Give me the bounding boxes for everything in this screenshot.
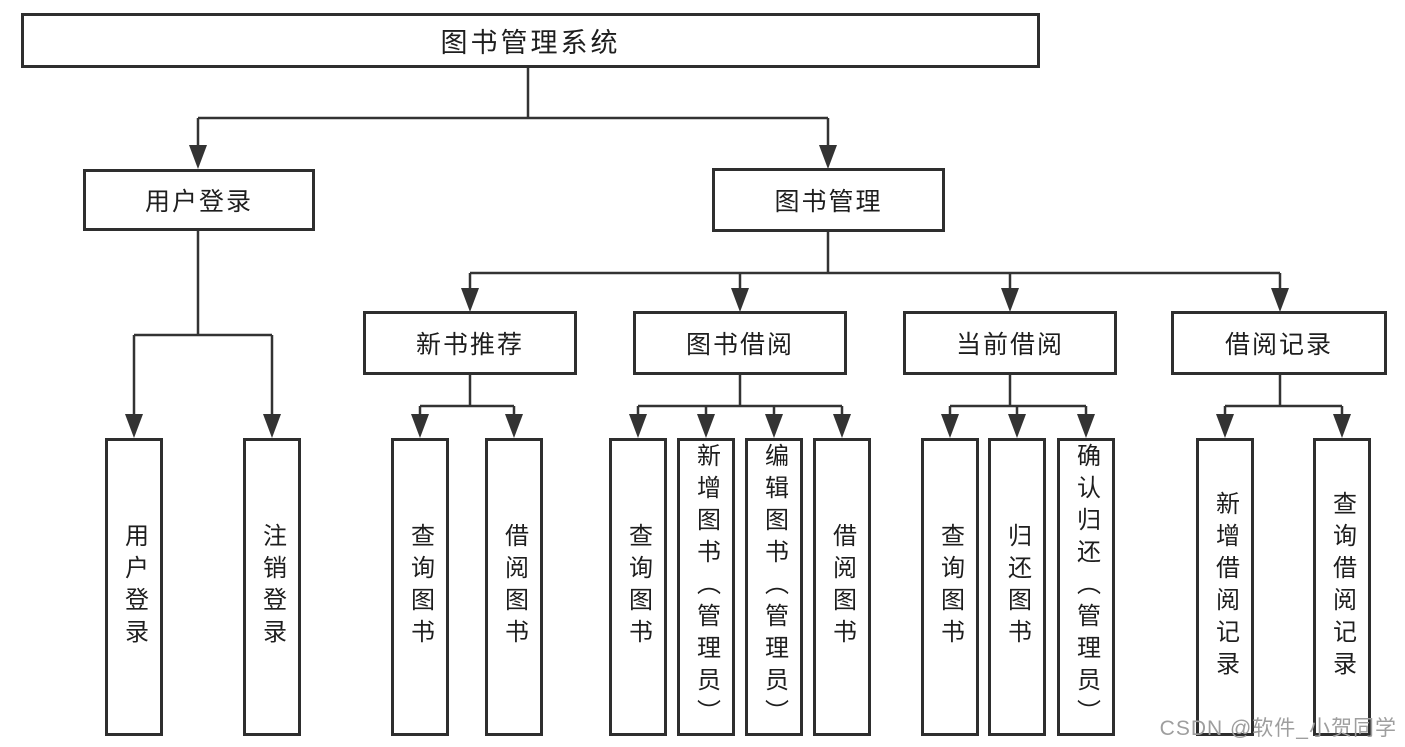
connector-book-borrow-to-leaves bbox=[636, 375, 844, 417]
node-borrow-record: 借阅记录 bbox=[1171, 311, 1387, 375]
arrowhead-leaf-rec-borrow bbox=[505, 414, 523, 438]
leaf-bb-edit-books-admin: 编辑图书（管理员） bbox=[745, 438, 803, 736]
arrowhead-book-mgmt bbox=[819, 145, 837, 169]
leaf-cb-return-books: 归还图书 bbox=[988, 438, 1046, 736]
leaf-br-query-record: 查询借阅记录 bbox=[1313, 438, 1371, 736]
arrowhead-book-borrow bbox=[731, 288, 749, 312]
node-book-borrow: 图书借阅 bbox=[633, 311, 847, 375]
arrowhead-leaf-br-add bbox=[1216, 414, 1234, 438]
arrowhead-leaf-rec-query bbox=[411, 414, 429, 438]
node-new-book-rec: 新书推荐 bbox=[363, 311, 577, 375]
connector-root-to-level2 bbox=[196, 65, 830, 148]
csdn-watermark: CSDN @软件_小贺同学 bbox=[1159, 717, 1397, 740]
arrowhead-leaf-user-login bbox=[125, 414, 143, 438]
arrowhead-borrow-record bbox=[1271, 288, 1289, 312]
arrowhead-leaf-logout bbox=[263, 414, 281, 438]
leaf-logout: 注销登录 bbox=[243, 438, 301, 736]
arrowhead-new-book-rec bbox=[461, 288, 479, 312]
arrowhead-leaf-bb-borrow bbox=[833, 414, 851, 438]
node-user-login: 用户登录 bbox=[83, 169, 315, 231]
connector-borrow-record-to-leaves bbox=[1223, 375, 1344, 417]
leaf-br-add-record: 新增借阅记录 bbox=[1196, 438, 1254, 736]
leaf-cb-query-books: 查询图书 bbox=[921, 438, 979, 736]
leaf-rec-query-books: 查询图书 bbox=[391, 438, 449, 736]
connector-book-mgmt-to-level3 bbox=[468, 232, 1282, 291]
leaf-user-login: 用户登录 bbox=[105, 438, 163, 736]
leaf-bb-add-books-admin: 新增图书（管理员） bbox=[677, 438, 735, 736]
connector-current-borrow-to-leaves bbox=[948, 375, 1088, 417]
arrowhead-leaf-bb-add bbox=[697, 414, 715, 438]
leaf-cb-confirm-return-admin: 确认归还（管理员） bbox=[1057, 438, 1115, 736]
arrowhead-leaf-bb-edit bbox=[765, 414, 783, 438]
leaf-bb-query-books: 查询图书 bbox=[609, 438, 667, 736]
connector-new-book-rec-to-leaves bbox=[418, 375, 516, 417]
arrowhead-user-login bbox=[189, 145, 207, 169]
node-book-mgmt: 图书管理 bbox=[712, 168, 945, 232]
arrowhead-leaf-cb-confirm bbox=[1077, 414, 1095, 438]
arrowhead-current-borrow bbox=[1001, 288, 1019, 312]
arrowhead-leaf-cb-return bbox=[1008, 414, 1026, 438]
node-current-borrow: 当前借阅 bbox=[903, 311, 1117, 375]
arrowhead-leaf-br-query bbox=[1333, 414, 1351, 438]
connector-user-login-to-leaves bbox=[132, 231, 274, 417]
arrowhead-leaf-bb-query bbox=[629, 414, 647, 438]
arrowhead-leaf-cb-query bbox=[941, 414, 959, 438]
node-root-system: 图书管理系统 bbox=[21, 13, 1040, 68]
leaf-bb-borrow-books: 借阅图书 bbox=[813, 438, 871, 736]
leaf-rec-borrow-books: 借阅图书 bbox=[485, 438, 543, 736]
